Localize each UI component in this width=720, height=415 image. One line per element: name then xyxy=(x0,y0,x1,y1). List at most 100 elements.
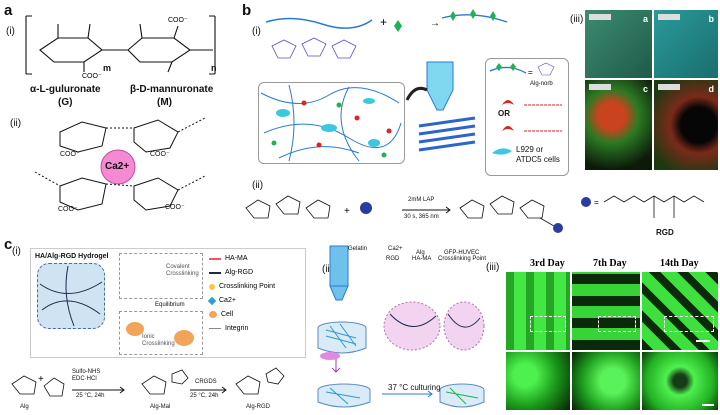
legend-graphics: = xyxy=(489,62,562,155)
culturing-label: 37 °C culturing xyxy=(388,383,441,392)
fluoro-day14-zoom xyxy=(642,352,718,410)
ca-swatch xyxy=(207,296,217,305)
day-14-label: 14th Day xyxy=(660,258,699,269)
legend-alg-norb: Alg-norb xyxy=(530,81,553,87)
equilibrium-label: Equilibrium xyxy=(155,302,185,308)
coo-label-3: COO⁻ xyxy=(58,206,78,213)
fluoro-day3-overview xyxy=(506,272,570,350)
g-abbr: (G) xyxy=(58,97,73,108)
panel-b-label: b xyxy=(242,2,252,19)
alginate-structure: COO⁻ COO⁻ xyxy=(25,15,216,80)
alg-rgd-swatch xyxy=(209,271,221,274)
legend-ca: Ca2+ xyxy=(207,296,236,305)
scale-bar-b xyxy=(658,14,680,20)
reagents-2: CRGDS xyxy=(195,379,217,385)
fluoro-day14-overview xyxy=(642,272,718,350)
micro-tag-d: d xyxy=(708,84,715,94)
scale-bar-zoom xyxy=(702,404,714,406)
scale-bar-a xyxy=(589,14,611,20)
zoom-box-day7 xyxy=(598,316,636,332)
fluoro-day3-zoom xyxy=(506,352,570,410)
legend-ha-ma: HA-MA xyxy=(209,255,248,262)
repeat-n: n xyxy=(211,63,217,73)
legend-cells: L929 or ATDC5 cells xyxy=(516,145,560,164)
print-legend-crosslink: Crosslinking Point xyxy=(438,256,487,262)
print-legend-rgd: RGD xyxy=(386,256,400,262)
panel-c-i-label: (i) xyxy=(12,246,21,257)
legend-alg-rgd: Alg-RGD xyxy=(209,269,253,276)
panel-c-label: c xyxy=(4,236,13,253)
reagents-2-conditions: 25 °C, 24h xyxy=(190,393,219,399)
svg-text:→: → xyxy=(430,18,440,29)
reagents-1-conditions: 25 °C, 24h xyxy=(76,393,105,399)
alg-rgd-synthesis: + xyxy=(11,367,285,397)
bioink-legend: = Alg-norb OR L929 or ATDC5 cells xyxy=(485,58,569,176)
svg-text:+: + xyxy=(380,15,387,29)
product-alg-mal: Alg-Mal xyxy=(150,404,171,410)
bioprinter-nozzle xyxy=(405,61,476,152)
g-name: α-L-guluronate xyxy=(30,84,101,95)
coo-label-2: COO⁻ xyxy=(150,151,170,158)
legend-or: OR xyxy=(498,109,510,118)
micrograph-a: a xyxy=(585,10,652,78)
fluoro-day7-overview xyxy=(572,272,640,350)
covalent-label: Covalent Crosslinking xyxy=(166,264,199,277)
bioprinting-schematic xyxy=(317,245,485,408)
legend-integrin: Integrin xyxy=(209,325,248,332)
panel-b-iii-label: (iii) xyxy=(570,14,584,25)
print-legend-gelatin: Gelatin xyxy=(348,246,368,252)
integrin-swatch xyxy=(209,328,221,329)
ionic-box: Ionic Crosslinking xyxy=(119,311,203,355)
day-3-label: 3rd Day xyxy=(530,258,565,269)
reaction-conditions-2: 30 s, 365 nm xyxy=(404,214,439,220)
panel-b-ii-label: (ii) xyxy=(252,180,264,191)
panel-b-i-label: (i) xyxy=(252,26,261,37)
hydrogel-schematic: HA/Alg-RGD Hydrogel Covalent Crosslinkin… xyxy=(30,248,306,358)
ha-ma-swatch xyxy=(209,257,221,260)
rgd-label: RGD xyxy=(656,228,674,237)
panel-c-ii-label: (ii) xyxy=(322,264,334,275)
rgd-structure: = xyxy=(581,195,705,218)
product-alg: Alg xyxy=(20,404,29,410)
alg-norb-synthesis: + → xyxy=(265,9,508,59)
panel-a-i-label: (i) xyxy=(6,26,15,37)
cell-2 xyxy=(174,330,194,346)
svg-text:=: = xyxy=(594,198,599,207)
zoom-box-day14 xyxy=(664,316,714,332)
covalent-box: Covalent Crosslinking xyxy=(119,253,203,299)
micro-tag-c: c xyxy=(642,84,648,94)
m-abbr: (M) xyxy=(157,97,172,108)
egg-box-structure xyxy=(34,117,206,211)
hydrogel-block xyxy=(37,263,105,329)
ionic-label: Ionic Crosslinking xyxy=(142,334,175,347)
legend-cell: Cell xyxy=(209,311,233,318)
legend-crosslink: Crosslinking Point xyxy=(209,283,275,290)
coo-label-4: COO⁻ xyxy=(165,204,185,211)
repeat-m: m xyxy=(103,63,112,73)
scale-bar-c xyxy=(589,84,611,90)
m-name: β-D-mannuronate xyxy=(130,84,214,95)
svg-text:COO⁻: COO⁻ xyxy=(168,17,188,24)
svg-text:=: = xyxy=(528,68,533,77)
hydrogel-network xyxy=(260,84,402,162)
hydrogel-network-box xyxy=(258,82,405,164)
print-legend-ca: Ca2+ xyxy=(388,246,403,252)
product-alg-rgd: Alg-RGD xyxy=(246,404,271,410)
micro-tag-a: a xyxy=(642,14,648,24)
panel-a-label: a xyxy=(4,2,13,19)
cell-1 xyxy=(126,322,144,336)
day-7-label: 7th Day xyxy=(593,258,627,269)
calcium-ion: Ca2+ xyxy=(105,161,130,172)
micrograph-c: c xyxy=(585,80,652,170)
zoom-box-day3 xyxy=(530,316,566,332)
hydrogel-title: HA/Alg-RGD Hydrogel xyxy=(35,253,109,260)
print-legend-ha-ma: HA-MA xyxy=(412,256,432,262)
micrograph-b: b xyxy=(654,10,718,78)
hydrogel-fibers xyxy=(39,265,103,327)
panel-c-iii-label: (iii) xyxy=(486,262,500,273)
svg-text:+: + xyxy=(344,206,350,217)
svg-text:+: + xyxy=(38,374,44,385)
scale-bar-overview xyxy=(696,340,710,342)
print-legend-gfp: GFP-HUVEC xyxy=(444,250,480,256)
panel-a-ii-label: (ii) xyxy=(10,118,22,129)
